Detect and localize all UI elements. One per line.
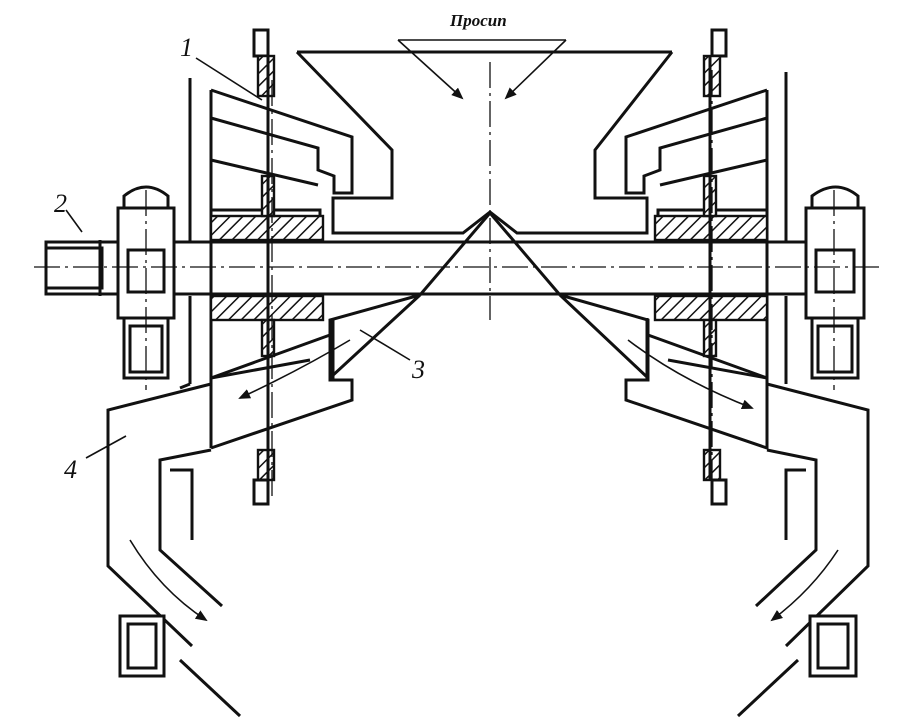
right-outer-casing xyxy=(736,382,870,718)
label-3: 3 xyxy=(411,355,425,384)
left-rotor xyxy=(188,28,354,506)
flow-arrows xyxy=(129,339,839,622)
left-outer-casing xyxy=(106,382,242,718)
feed-title: Просип xyxy=(449,11,507,30)
feed-arrows xyxy=(397,39,567,100)
center-lines xyxy=(34,62,880,500)
right-rotor xyxy=(624,28,788,506)
label-4: 4 xyxy=(64,455,77,484)
label-2: 2 xyxy=(54,189,67,218)
distribution-cone xyxy=(328,212,650,382)
label-1: 1 xyxy=(180,33,193,62)
right-bearing xyxy=(804,185,866,380)
callouts: 1 2 3 4 xyxy=(54,33,425,484)
